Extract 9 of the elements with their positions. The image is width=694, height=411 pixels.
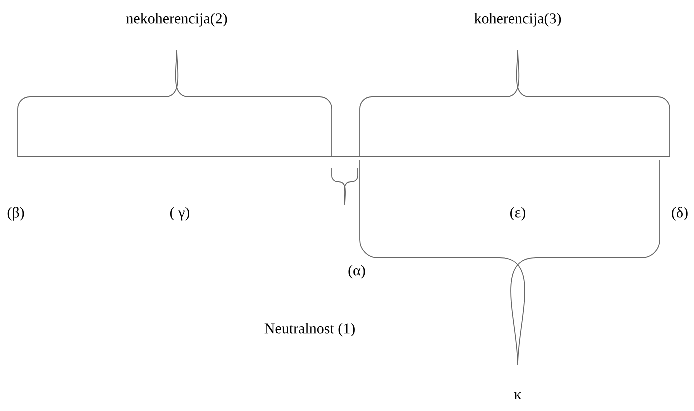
label: ( γ) — [170, 207, 190, 221]
label: (δ) — [672, 207, 688, 221]
label: κ — [514, 392, 522, 400]
label: Neutralnost (1) — [264, 323, 355, 337]
label: (β) — [8, 207, 24, 221]
label: koherencija(3) — [474, 13, 562, 27]
label: nekoherencija(2) — [126, 13, 228, 27]
label: (α) — [348, 265, 366, 279]
label: (ε) — [510, 207, 526, 221]
